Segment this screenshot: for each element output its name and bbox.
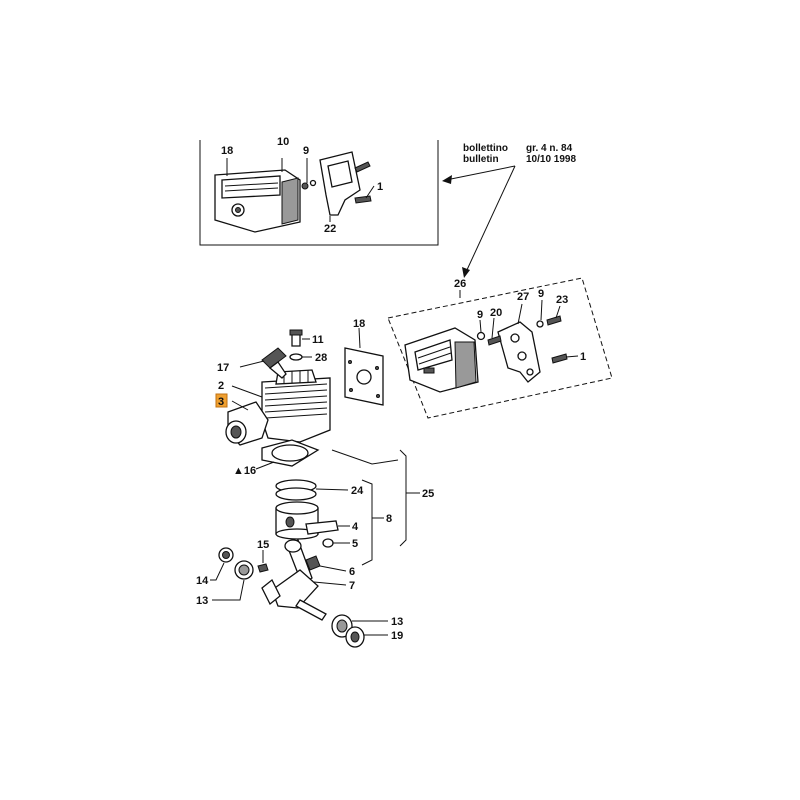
highlight-3[interactable] [215, 393, 228, 408]
cylinder [261, 369, 331, 443]
label-25: 25 [422, 488, 434, 500]
muffler-bolts [476, 315, 568, 364]
label-18-inset: 18 [221, 145, 233, 157]
label-13-right: 13 [391, 616, 403, 628]
piston-clip: 5 [322, 538, 358, 550]
label-10-inset: 10 [277, 136, 289, 148]
bearing-13-left: 13 [196, 560, 254, 607]
label-18-gasket: 18 [353, 318, 365, 330]
crankshaft: 7 [261, 538, 355, 621]
needle-bearing: 6 [305, 555, 355, 578]
label-19: 19 [391, 630, 403, 642]
label-5: 5 [352, 538, 358, 550]
seal-14: 14 [196, 547, 234, 587]
label-23: 23 [556, 294, 568, 306]
washer-28: 28 [289, 352, 327, 364]
intake-manifold: 2 3 [215, 380, 269, 446]
seal-19: 19 [345, 626, 403, 648]
bulletin-note: bollettino bulletin gr. 4 n. 84 10/10 19… [463, 143, 576, 165]
bulletin-arrows [442, 165, 516, 278]
label-4: 4 [352, 521, 359, 533]
screw-11: 11 [289, 329, 324, 347]
woodruff-key: 15 [257, 539, 269, 573]
label-6: 6 [349, 566, 355, 578]
bulletin-date: 10/10 1998 [526, 154, 576, 165]
label-13-left: 13 [196, 595, 208, 607]
label-27: 27 [517, 291, 529, 303]
label-2: 2 [218, 380, 224, 392]
exhaust-gasket: 18 [344, 318, 384, 406]
bulletin-line1: bollettino [463, 143, 508, 154]
muffler-group: 26 27 9 23 9 20 1 [387, 277, 613, 419]
label-9-lower: 9 [477, 309, 483, 321]
inset-panel: 18 10 9 1 22 [199, 136, 439, 246]
bulletin-line2: bulletin [463, 154, 499, 165]
label-8: 8 [386, 513, 392, 525]
piston-rings: 24 [275, 479, 364, 501]
inset-muffler [214, 169, 301, 233]
label-9-inset: 9 [303, 145, 309, 157]
muffler [404, 327, 479, 393]
piston-pin: 4 [305, 520, 359, 535]
label-20: 20 [490, 307, 502, 319]
inset-bolts [301, 161, 372, 204]
label-28: 28 [315, 352, 327, 364]
label-1-muffler: 1 [580, 351, 586, 363]
spark-plug: 17 [217, 347, 287, 379]
label-1-inset: 1 [377, 181, 383, 193]
label-14: 14 [196, 575, 209, 587]
label-15: 15 [257, 539, 269, 551]
label-11: 11 [312, 334, 324, 346]
inset-bracket [319, 151, 361, 216]
label-24: 24 [351, 485, 364, 497]
label-26: 26 [454, 278, 466, 290]
label-16: ▲16 [233, 465, 256, 477]
label-7: 7 [349, 580, 355, 592]
bearing-13-right: 13 [331, 614, 403, 638]
bulletin-ref: gr. 4 n. 84 [526, 143, 573, 154]
label-22-inset: 22 [324, 223, 336, 235]
base-gasket: ▲16 [233, 439, 320, 477]
label-17: 17 [217, 362, 229, 374]
muffler-bracket [497, 321, 541, 383]
label-9-upper: 9 [538, 288, 544, 300]
kit-brackets: 25 8 [331, 449, 434, 566]
label-3[interactable]: 3 [218, 396, 224, 408]
